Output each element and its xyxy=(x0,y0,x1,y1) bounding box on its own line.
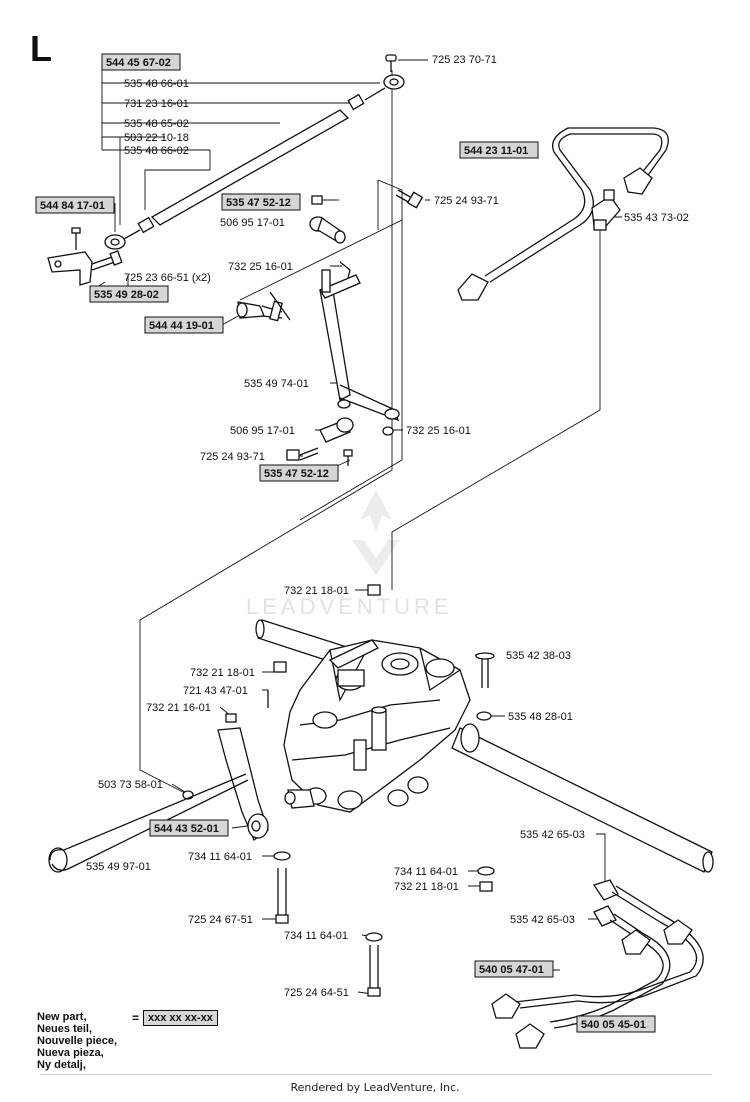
part-label: 503 73 58-01 xyxy=(98,779,163,791)
part-label: 725 24 67-51 xyxy=(188,914,253,926)
legend-sample-box: xxx xx xx-xx xyxy=(143,1010,218,1026)
part-label: 535 42 38-03 xyxy=(506,650,571,662)
watermark-v-icon xyxy=(352,540,400,575)
footer-credit: Rendered by LeadVenture, Inc. xyxy=(290,1081,460,1094)
part-label: 506 95 17-01 xyxy=(230,425,295,437)
part-label: 731 23 16-01 xyxy=(124,98,189,110)
transmission-assembly xyxy=(225,584,714,873)
part-box: 535 47 52-12 xyxy=(264,468,329,480)
part-label: 734 11 64-01 xyxy=(188,851,252,863)
legend-line: Neues teil, xyxy=(37,1023,93,1035)
footer-divider xyxy=(40,1074,712,1075)
part-label: 535 42 65-03 xyxy=(520,829,585,841)
part-label: 535 42 65-03 xyxy=(510,914,575,926)
oil-pipe-544-23-11-01 xyxy=(457,127,669,301)
part-label: 725 23 70-71 xyxy=(432,54,497,66)
part-label: 725 24 64-51 xyxy=(284,987,349,999)
part-label: 535 49 97-01 xyxy=(86,861,151,873)
part-label: 535 43 73-02 xyxy=(624,212,689,224)
watermark: LEADVENTURE xyxy=(246,490,453,619)
part-box: 544 23 11-01 xyxy=(464,145,528,157)
part-label: 721 43 47-01 xyxy=(183,685,248,697)
legend-equals: = xyxy=(132,1011,140,1025)
part-label: 535 49 74-01 xyxy=(244,378,309,390)
part-label: 535 48 66-02 xyxy=(124,145,189,157)
part-label: 725 24 93-71 xyxy=(434,195,499,207)
part-box: 535 47 52-12 xyxy=(226,197,291,209)
part-box: 535 49 28-02 xyxy=(94,289,159,301)
part-label: 535 48 65-02 xyxy=(124,118,189,130)
part-label: 725 24 93-71 xyxy=(200,451,265,463)
part-label: 732 21 18-01 xyxy=(190,667,255,679)
legend-line: Nueva pieza, xyxy=(37,1047,104,1059)
part-box: 544 43 52-01 xyxy=(154,823,219,835)
part-label: 732 21 18-01 xyxy=(284,585,349,597)
legend: New part, Neues teil, Nouvelle piece, Nu… xyxy=(37,1011,117,1071)
control-lever-544-44-19-01 xyxy=(236,291,291,322)
watermark-text: LEADVENTURE xyxy=(246,594,453,619)
part-label: 732 25 16-01 xyxy=(228,261,293,273)
legend-line: New part, xyxy=(37,1011,87,1023)
part-box: 540 05 47-01 xyxy=(479,964,544,976)
part-label: 503 22 10-18 xyxy=(124,132,189,144)
part-label: 734 11 64-01 xyxy=(394,866,458,878)
part-label: 732 25 16-01 xyxy=(406,425,471,437)
part-label: 506 95 17-01 xyxy=(220,217,285,229)
lower-fasteners xyxy=(273,851,495,997)
part-label: 535 48 28-01 xyxy=(508,711,573,723)
part-box: 544 44 19-01 xyxy=(149,320,214,332)
part-box: 544 84 17-01 xyxy=(40,200,105,212)
boxed-labels: 544 45 67-02 544 84 17-01 535 49 28-02 5… xyxy=(35,53,656,1033)
oil-pipes-lower xyxy=(491,879,704,1049)
part-box: 540 05 45-01 xyxy=(581,1019,646,1031)
part-label: 732 21 16-01 xyxy=(146,702,211,714)
part-box: 544 45 67-02 xyxy=(106,57,171,69)
watermark-flame-icon xyxy=(360,490,392,532)
bypass-lever-544-43-52-01 xyxy=(48,727,269,873)
part-label: 725 23 66-51 (x2) xyxy=(124,272,211,284)
legend-line: Nouvelle piece, xyxy=(37,1035,118,1047)
section-letter: L xyxy=(30,28,52,69)
part-label: 535 48 66-01 xyxy=(124,78,189,90)
part-labels: 725 23 70-71 535 48 66-01 731 23 16-01 5… xyxy=(86,54,689,999)
linkage-rod-assembly xyxy=(47,54,405,286)
legend-line: Ny detalj, xyxy=(37,1059,86,1071)
part-label: 734 11 64-01 xyxy=(284,930,348,942)
part-label: 732 21 18-01 xyxy=(394,881,459,893)
pivot-arm-assembly xyxy=(286,189,424,466)
